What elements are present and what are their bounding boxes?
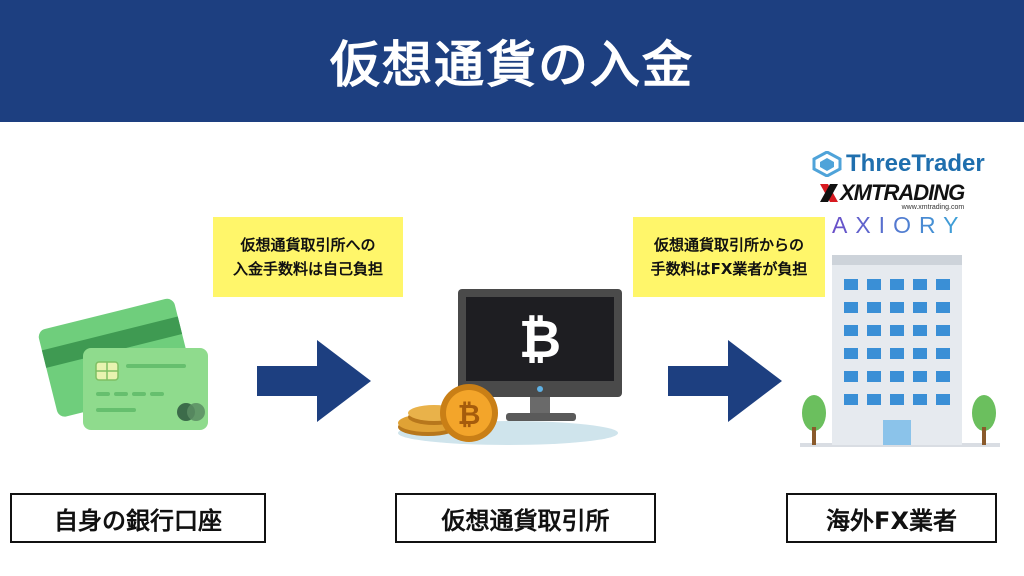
- svg-text:₿: ₿: [458, 398, 481, 431]
- tree-icon: [802, 395, 826, 445]
- building-window: [913, 325, 927, 336]
- building-window: [890, 348, 904, 359]
- building-window: [936, 302, 950, 313]
- label-fx-broker: 海外FX業者: [786, 493, 997, 543]
- right-arrow-icon: [668, 340, 782, 422]
- building-window: [936, 394, 950, 405]
- note-deposit-fee: 仮想通貨取引所への 入金手数料は自己負担: [213, 217, 403, 297]
- building-window: [867, 325, 881, 336]
- building-window: [844, 325, 858, 336]
- xmtrading-logo: XMTRADING www.xmtrading.com: [818, 180, 965, 211]
- xm-mark-icon: [820, 184, 838, 202]
- building-window: [844, 348, 858, 359]
- building-window: [867, 279, 881, 290]
- header-banner: 仮想通貨の入金: [0, 0, 1024, 122]
- building-window: [890, 394, 904, 405]
- building-window: [867, 302, 881, 313]
- building-window: [936, 348, 950, 359]
- xmtrading-text: XMTRADING: [840, 180, 965, 205]
- right-arrow-icon: [257, 340, 371, 422]
- building-window: [844, 302, 858, 313]
- page-title: 仮想通貨の入金: [330, 36, 694, 94]
- building-window: [867, 348, 881, 359]
- building-window: [867, 394, 881, 405]
- threetrader-text: ThreeTrader: [846, 150, 985, 177]
- building-window: [890, 302, 904, 313]
- svg-text:₿: ₿: [519, 310, 561, 370]
- credit-card-icon: [38, 290, 218, 440]
- building-window: [844, 279, 858, 290]
- building-window: [867, 371, 881, 382]
- building-window: [913, 348, 927, 359]
- building-window: [890, 371, 904, 382]
- axiory-text: AXIORY: [832, 212, 967, 238]
- note-withdraw-fee: 仮想通貨取引所からの 手数料はFX業者が負担: [633, 217, 825, 297]
- building-window: [844, 394, 858, 405]
- tree-icon: [972, 395, 996, 445]
- building-window: [890, 279, 904, 290]
- threetrader-logo: ThreeTrader: [812, 150, 985, 178]
- building-window: [913, 279, 927, 290]
- note-deposit-fee-line2: 入金手数料は自己負担: [232, 260, 383, 278]
- bitcoin-monitor-icon: ₿: [388, 285, 628, 445]
- office-building-icon: [800, 255, 1000, 455]
- building-window: [936, 371, 950, 382]
- note-withdraw-fee-line1: 仮想通貨取引所からの: [653, 236, 804, 254]
- axiory-logo: AXIORY: [832, 212, 967, 239]
- note-deposit-fee-line1: 仮想通貨取引所への: [240, 236, 376, 254]
- bitcoin-coin-icon: ₿: [438, 382, 500, 444]
- building-window: [936, 325, 950, 336]
- building-window: [936, 279, 950, 290]
- building-window: [890, 325, 904, 336]
- building-window: [844, 371, 858, 382]
- label-crypto-exchange: 仮想通貨取引所: [395, 493, 656, 543]
- threetrader-mark-icon: [812, 151, 842, 177]
- xmtrading-url: www.xmtrading.com: [901, 204, 965, 211]
- note-withdraw-fee-line2: 手数料はFX業者が負担: [650, 260, 808, 278]
- label-bank-account: 自身の銀行口座: [10, 493, 266, 543]
- building-window: [913, 394, 927, 405]
- building-window: [913, 371, 927, 382]
- building-window: [913, 302, 927, 313]
